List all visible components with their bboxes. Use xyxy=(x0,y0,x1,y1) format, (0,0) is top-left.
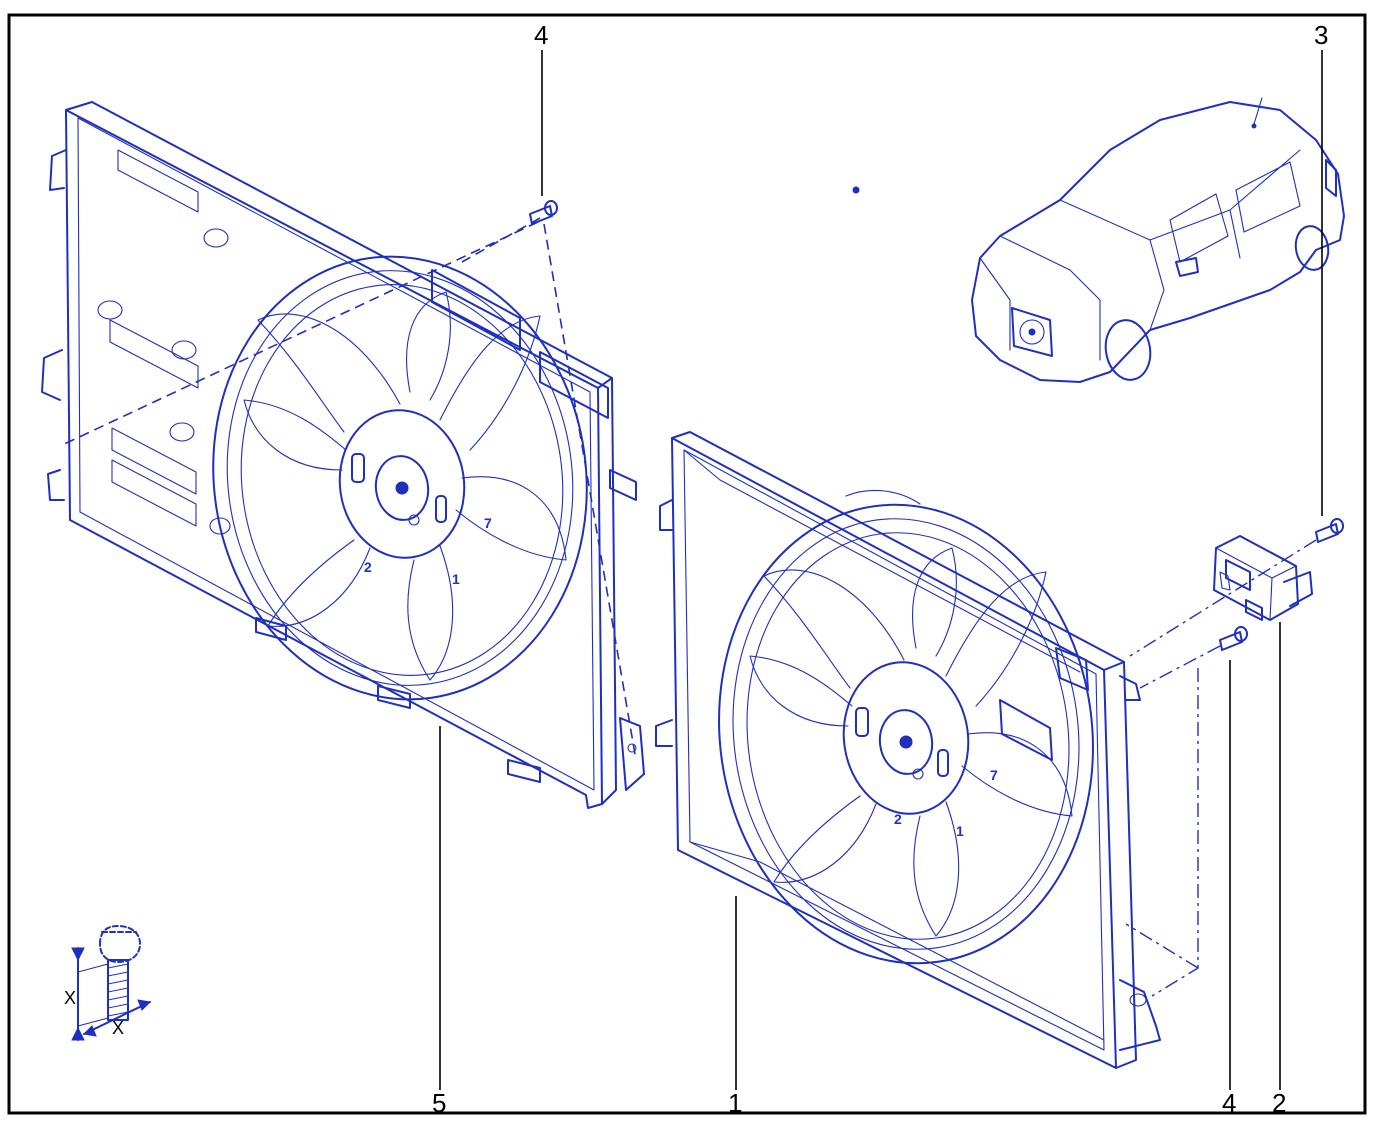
rear-fan-hub-label-7: 7 xyxy=(484,515,492,531)
fan-assembly-front-part-1: 2 1 7 xyxy=(655,431,1161,1069)
callout-4-top: 4 xyxy=(534,20,548,50)
front-fan-hub-label-2: 2 xyxy=(894,811,902,827)
screw-part-4-lower xyxy=(1219,626,1248,651)
front-fan-hub-label-1: 1 xyxy=(956,823,964,839)
bolt-dimension-x-horizontal: X xyxy=(112,1018,124,1038)
callout-5: 5 xyxy=(432,1088,446,1118)
diagram-border xyxy=(7,13,1367,1115)
front-fan-hub-label-7: 7 xyxy=(990,767,998,783)
vehicle-location-thumbnail xyxy=(852,97,1345,383)
callouts: 4 3 5 1 4 2 xyxy=(432,20,1328,1118)
bolt-dimension-x-vertical: X xyxy=(64,988,76,1008)
callout-1: 1 xyxy=(728,1088,742,1118)
callout-4-bottom: 4 xyxy=(1222,1088,1236,1118)
rear-fan-hub-label-2: 2 xyxy=(364,559,372,575)
callout-3: 3 xyxy=(1314,20,1328,50)
fan-resistor-module-part-2 xyxy=(1213,535,1313,621)
bolt-length-dimension-icon: X X xyxy=(64,925,152,1041)
screw-part-4-upper xyxy=(529,200,558,225)
fan-assembly-rear-part-5: 2 1 7 xyxy=(41,101,645,809)
rear-fan-hub-label-1: 1 xyxy=(452,571,460,587)
screw-part-3 xyxy=(1315,518,1344,543)
assembly-lines xyxy=(59,217,1317,997)
callout-2: 2 xyxy=(1272,1088,1286,1118)
